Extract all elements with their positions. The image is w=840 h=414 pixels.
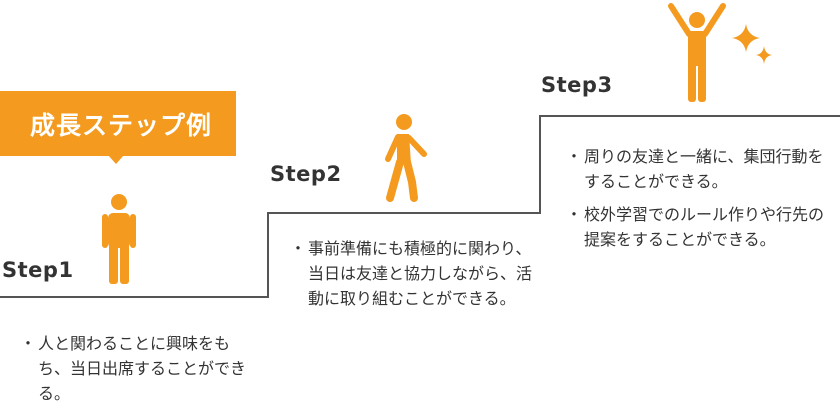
step2-label: Step2 — [270, 162, 342, 186]
list-item: ・事前準備にも積極的に関わり、当日は友達と協力しながら、活動に取り組むことができ… — [290, 236, 538, 311]
badge-label: 成長ステップ例 — [29, 110, 212, 140]
bullet-mark: ・ — [20, 334, 37, 353]
list-item: ・校外学習でのルール作りや行先の提案をすることができる。 — [566, 202, 838, 252]
walking-person-icon — [385, 114, 427, 202]
step2-description: ・事前準備にも積極的に関わり、当日は友達と協力しながら、活動に取り組むことができ… — [290, 236, 538, 319]
step3-label: Step3 — [541, 73, 613, 97]
step3-description: ・周りの友達と一緒に、集団行動をすることができる。 ・校外学習でのルール作りや行… — [566, 144, 838, 260]
sparkle-icon — [732, 24, 772, 64]
standing-person-icon — [102, 194, 136, 284]
title-badge: 成長ステップ例 — [0, 91, 236, 156]
bullet-mark: ・ — [566, 147, 583, 166]
step1-description: ・人と関わることに興味をもち、当日出席することができる。 — [20, 331, 260, 414]
step1-label: Step1 — [2, 258, 74, 282]
bullet-mark: ・ — [566, 205, 583, 224]
badge-pointer — [108, 155, 124, 164]
list-item: ・人と関わることに興味をもち、当日出席することができる。 — [20, 331, 260, 406]
list-item: ・周りの友達と一緒に、集団行動をすることができる。 — [566, 144, 838, 194]
cheering-person-icon — [668, 3, 726, 102]
bullet-mark: ・ — [290, 239, 307, 258]
